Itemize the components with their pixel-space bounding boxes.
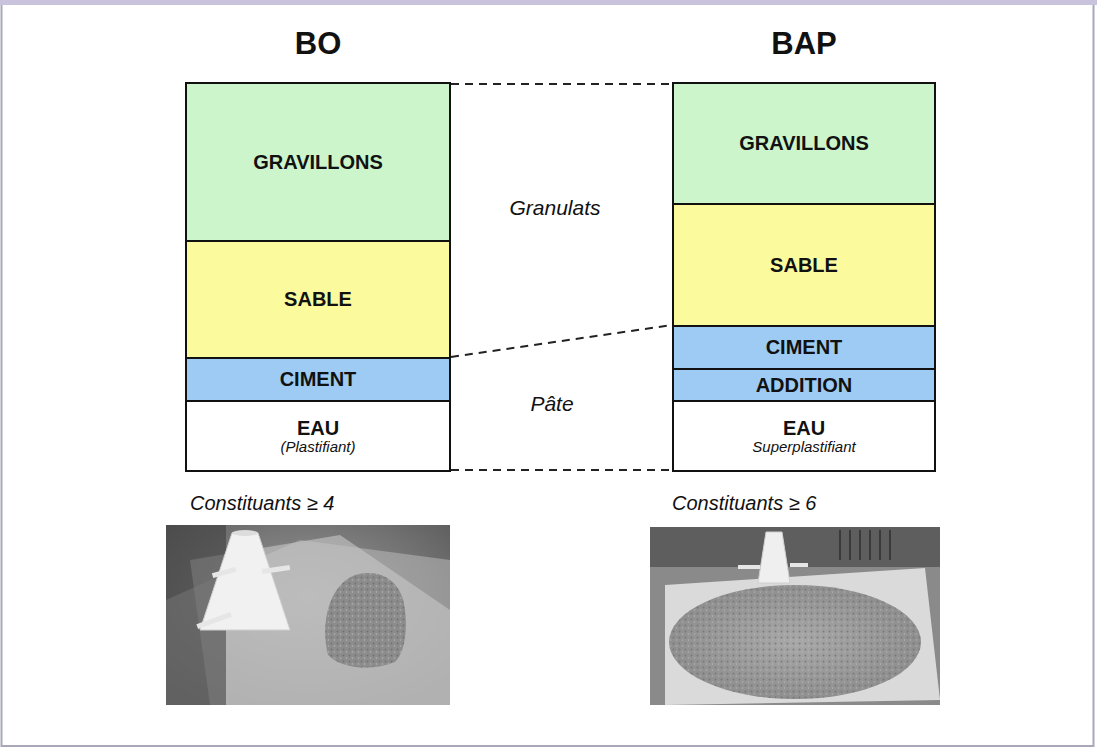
column-box: BAPGRAVILLONSSABLECIMENTADDITIONEAUSuper… <box>672 82 936 472</box>
component-name: ADDITION <box>756 375 853 396</box>
component-band: GRAVILLONS <box>674 84 934 203</box>
component-name: EAU <box>783 418 825 439</box>
component-band: CIMENT <box>674 325 934 368</box>
constituent-count: Constituants ≥ 4 <box>190 492 334 515</box>
component-band: CIMENT <box>187 357 449 400</box>
component-name: SABLE <box>284 289 352 310</box>
slump-photo-bo <box>166 525 450 705</box>
component-name: CIMENT <box>766 337 843 358</box>
component-name: GRAVILLONS <box>253 152 383 173</box>
column-box: BOGRAVILLONSSABLECIMENTEAU(Plastifiant) <box>185 82 451 472</box>
constituent-count: Constituants ≥ 6 <box>672 492 816 515</box>
column-title: BAP <box>654 26 954 62</box>
component-name: CIMENT <box>280 369 357 390</box>
component-band: SABLE <box>674 203 934 325</box>
component-name: EAU <box>297 418 339 439</box>
component-band: SABLE <box>187 240 449 357</box>
component-name: GRAVILLONS <box>739 133 869 154</box>
component-band: ADDITION <box>674 368 934 400</box>
component-band: GRAVILLONS <box>187 84 449 240</box>
slump-flow-photo-bap <box>650 527 940 705</box>
dashed-divider <box>451 325 672 357</box>
top-bar <box>0 0 1097 5</box>
admixture-note: (Plastifiant) <box>280 439 355 455</box>
admixture-note: Superplastifiant <box>752 439 855 455</box>
group-label: Granulats <box>509 196 600 220</box>
component-band: EAU(Plastifiant) <box>187 400 449 470</box>
column-title: BO <box>167 26 469 62</box>
page-frame <box>2 3 1094 746</box>
dashed-divider <box>451 83 672 85</box>
dashed-divider <box>451 469 672 471</box>
component-band: EAUSuperplastifiant <box>674 400 934 470</box>
component-name: SABLE <box>770 255 838 276</box>
group-label: Pâte <box>530 392 573 416</box>
